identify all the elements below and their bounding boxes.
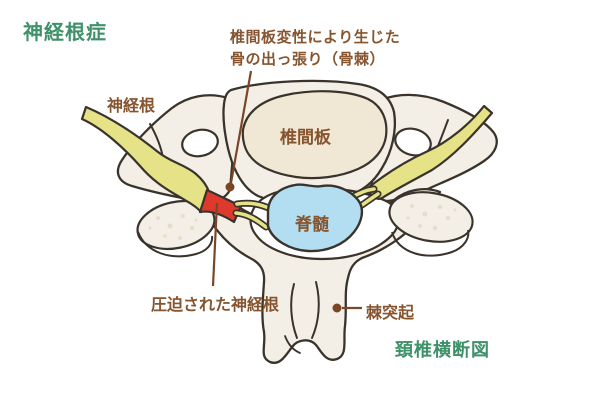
page-title: 神経根症: [23, 22, 107, 44]
figure-caption: 頚椎横断図: [395, 340, 490, 360]
left-facet-speckles: [148, 214, 198, 240]
osteophyte-annotation-line1: 椎間板変性により生じた: [230, 29, 401, 46]
right-facet-rim: [391, 229, 470, 257]
compressed-nerve-segment: [198, 188, 243, 224]
spinous-contour-small: [284, 335, 301, 354]
left-facet-rim: [137, 231, 214, 258]
intervertebral-disc-label: 椎間板: [280, 128, 331, 147]
compressed-nerve-pointer: [211, 202, 219, 287]
spinous-contour-right: [311, 281, 320, 339]
spinal-cord-label: 脊髄: [295, 215, 329, 234]
right-nerve-root-shape: [366, 104, 494, 200]
intervertebral-disc-shape: [241, 90, 388, 180]
osteophyte-pointer: [225, 70, 253, 192]
right-transverse-foramen: [394, 127, 432, 157]
osteophyte-annotation-line2: 骨の出っ張り（骨棘）: [230, 51, 386, 68]
right-facet-joint: [388, 191, 474, 243]
spinous-process-pointer: [332, 303, 362, 313]
right-facet-speckles: [406, 204, 457, 231]
spinous-contour-left: [290, 283, 298, 339]
nerve-root-label: 神経根: [107, 98, 156, 115]
spinal-cord-shape: [266, 183, 364, 253]
spinous-process-label: 棘突起: [366, 305, 415, 322]
compressed-nerve-root-label: 圧迫された神経根: [151, 297, 280, 314]
left-transverse-foramen: [181, 128, 219, 158]
